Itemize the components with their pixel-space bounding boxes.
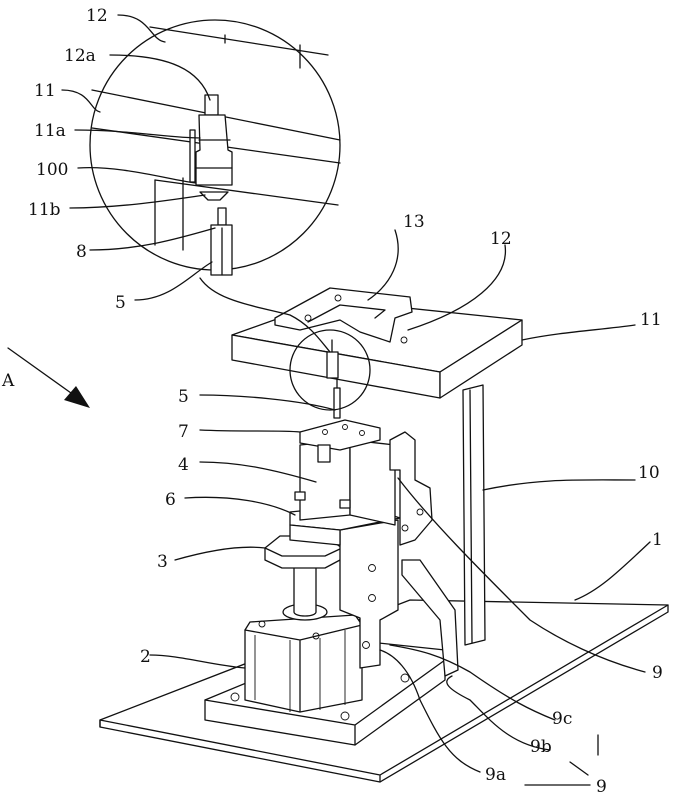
label-9b: 9b: [530, 737, 552, 757]
label-10: 10: [638, 463, 660, 483]
label-9c: 9c: [552, 709, 572, 729]
label-9a: 9a: [485, 765, 506, 785]
detail-view: [89, 19, 341, 276]
label-9-group: 9: [596, 777, 607, 797]
label-12: 12: [86, 6, 108, 26]
labels: A 12 12a 11 11a 100 11b 8 5 13 12 11 5 7…: [1, 6, 663, 797]
label-4: 4: [178, 455, 189, 475]
label-100: 100: [36, 160, 68, 180]
label-11-main: 11: [640, 310, 662, 330]
label-11b: 11b: [28, 200, 61, 220]
label-11a: 11a: [34, 121, 66, 141]
label-13: 13: [403, 212, 425, 232]
label-view-a: A: [1, 371, 15, 391]
side-bracket: [339, 519, 399, 669]
label-8: 8: [76, 242, 87, 262]
label-2: 2: [140, 647, 151, 667]
label-5: 5: [178, 387, 189, 407]
label-12a: 12a: [64, 46, 96, 66]
label-7: 7: [178, 422, 189, 442]
label-3: 3: [157, 552, 168, 572]
label-1: 1: [652, 530, 663, 550]
detail-marker: [289, 329, 371, 411]
label-11: 11: [34, 81, 56, 101]
clamp-seat: [289, 419, 401, 546]
linkage: [389, 431, 459, 677]
view-arrow: [7, 347, 90, 408]
label-12-main: 12: [490, 229, 512, 249]
clamp-frame: [274, 287, 413, 344]
label-9: 9: [652, 663, 663, 683]
column: [462, 384, 486, 646]
label-5-detail: 5: [115, 293, 126, 313]
leader-lines: [61, 14, 651, 786]
label-6: 6: [165, 490, 176, 510]
sample-holder: [326, 339, 339, 379]
